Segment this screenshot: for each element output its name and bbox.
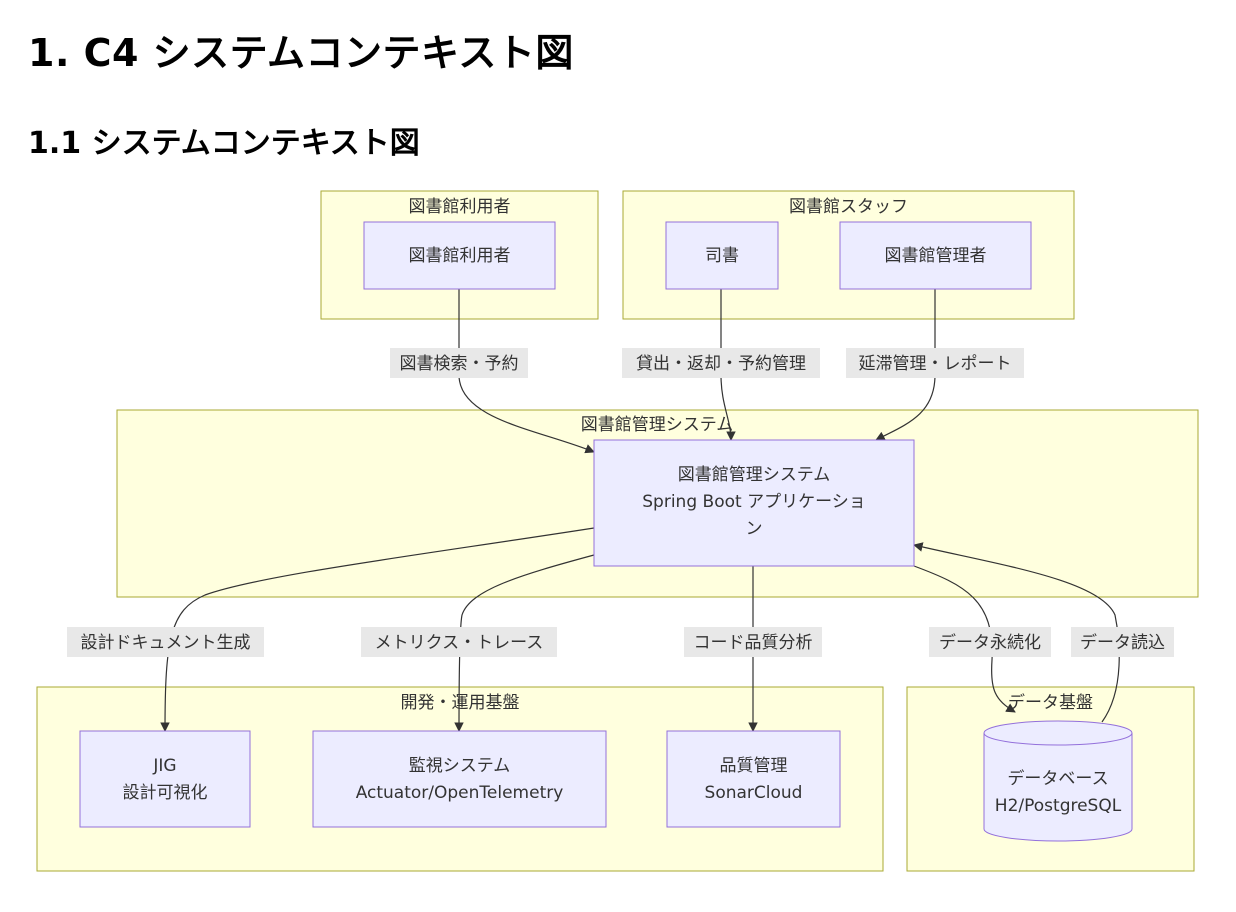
node-library-user: 図書館利用者 bbox=[363, 221, 556, 290]
edge-label-overdue-text: 延滞管理・レポート bbox=[859, 354, 1012, 374]
edge-overdue bbox=[875, 289, 936, 441]
edge-label-search: 図書検索・予約 bbox=[390, 348, 528, 378]
node-quality-line2: SonarCloud bbox=[705, 783, 803, 803]
node-jig: JIG 設計可視化 bbox=[79, 730, 251, 828]
node-library-system-line3: ン bbox=[746, 519, 763, 539]
node-quality: 品質管理 SonarCloud bbox=[666, 730, 841, 828]
edge-label-design-text: 設計ドキュメント生成 bbox=[81, 633, 251, 653]
node-monitoring-line2: Actuator/OpenTelemetry bbox=[356, 783, 564, 803]
cluster-data-title: データ基盤 bbox=[1008, 692, 1093, 713]
node-monitoring-line1: 監視システム bbox=[409, 756, 511, 776]
edge-label-persist: データ永続化 bbox=[929, 627, 1051, 657]
edge-label-lending: 貸出・返却・予約管理 bbox=[622, 348, 820, 378]
cluster-staff-title: 図書館スタッフ bbox=[789, 197, 908, 217]
edge-label-search-text: 図書検索・予約 bbox=[400, 354, 519, 374]
node-library-system-line1: 図書館管理システム bbox=[678, 465, 831, 485]
node-library-admin-label: 図書館管理者 bbox=[885, 246, 987, 266]
page-title: 1. C4 システムコンテキスト図 bbox=[28, 31, 574, 75]
edge-label-design: 設計ドキュメント生成 bbox=[67, 627, 264, 657]
edge-label-read-text: データ読込 bbox=[1080, 632, 1165, 653]
node-quality-line1: 品質管理 bbox=[720, 756, 788, 776]
edge-label-metrics: メトリクス・トレース bbox=[361, 627, 557, 657]
node-monitoring: 監視システム Actuator/OpenTelemetry bbox=[312, 730, 607, 828]
edge-label-code-text: コード品質分析 bbox=[694, 633, 813, 653]
database-cylinder-icon bbox=[983, 720, 1133, 842]
cluster-system-title: 図書館管理システム bbox=[581, 415, 734, 435]
node-jig-line2: 設計可視化 bbox=[123, 783, 208, 803]
edge-label-metrics-text: メトリクス・トレース bbox=[375, 633, 544, 653]
edge-label-lending-text: 貸出・返却・予約管理 bbox=[636, 354, 806, 374]
node-database-line1: データベース bbox=[1007, 768, 1108, 789]
cluster-devops-title: 開発・運用基盤 bbox=[401, 693, 520, 713]
node-jig-line1: JIG bbox=[152, 756, 176, 776]
node-library-system: 図書館管理システム Spring Boot アプリケーショ ン bbox=[593, 439, 915, 567]
node-library-system-line2: Spring Boot アプリケーショ bbox=[642, 492, 865, 512]
edge-label-code: コード品質分析 bbox=[684, 627, 822, 657]
edge-search bbox=[458, 289, 595, 454]
node-librarian-label: 司書 bbox=[705, 246, 739, 266]
node-librarian: 司書 bbox=[665, 221, 779, 290]
edge-read bbox=[913, 542, 1120, 723]
node-library-user-label: 図書館利用者 bbox=[409, 246, 511, 266]
node-database-line2: H2/PostgreSQL bbox=[995, 796, 1122, 816]
section-title: 1.1 システムコンテキスト図 bbox=[28, 126, 420, 161]
node-database: データベース H2/PostgreSQL bbox=[983, 720, 1133, 842]
node-library-admin: 図書館管理者 bbox=[839, 221, 1032, 290]
edge-label-read: データ読込 bbox=[1071, 627, 1174, 657]
cluster-users-title: 図書館利用者 bbox=[409, 197, 511, 217]
edge-label-overdue: 延滞管理・レポート bbox=[846, 348, 1024, 378]
edge-label-persist-text: データ永続化 bbox=[939, 632, 1041, 653]
edge-metrics bbox=[454, 554, 595, 732]
